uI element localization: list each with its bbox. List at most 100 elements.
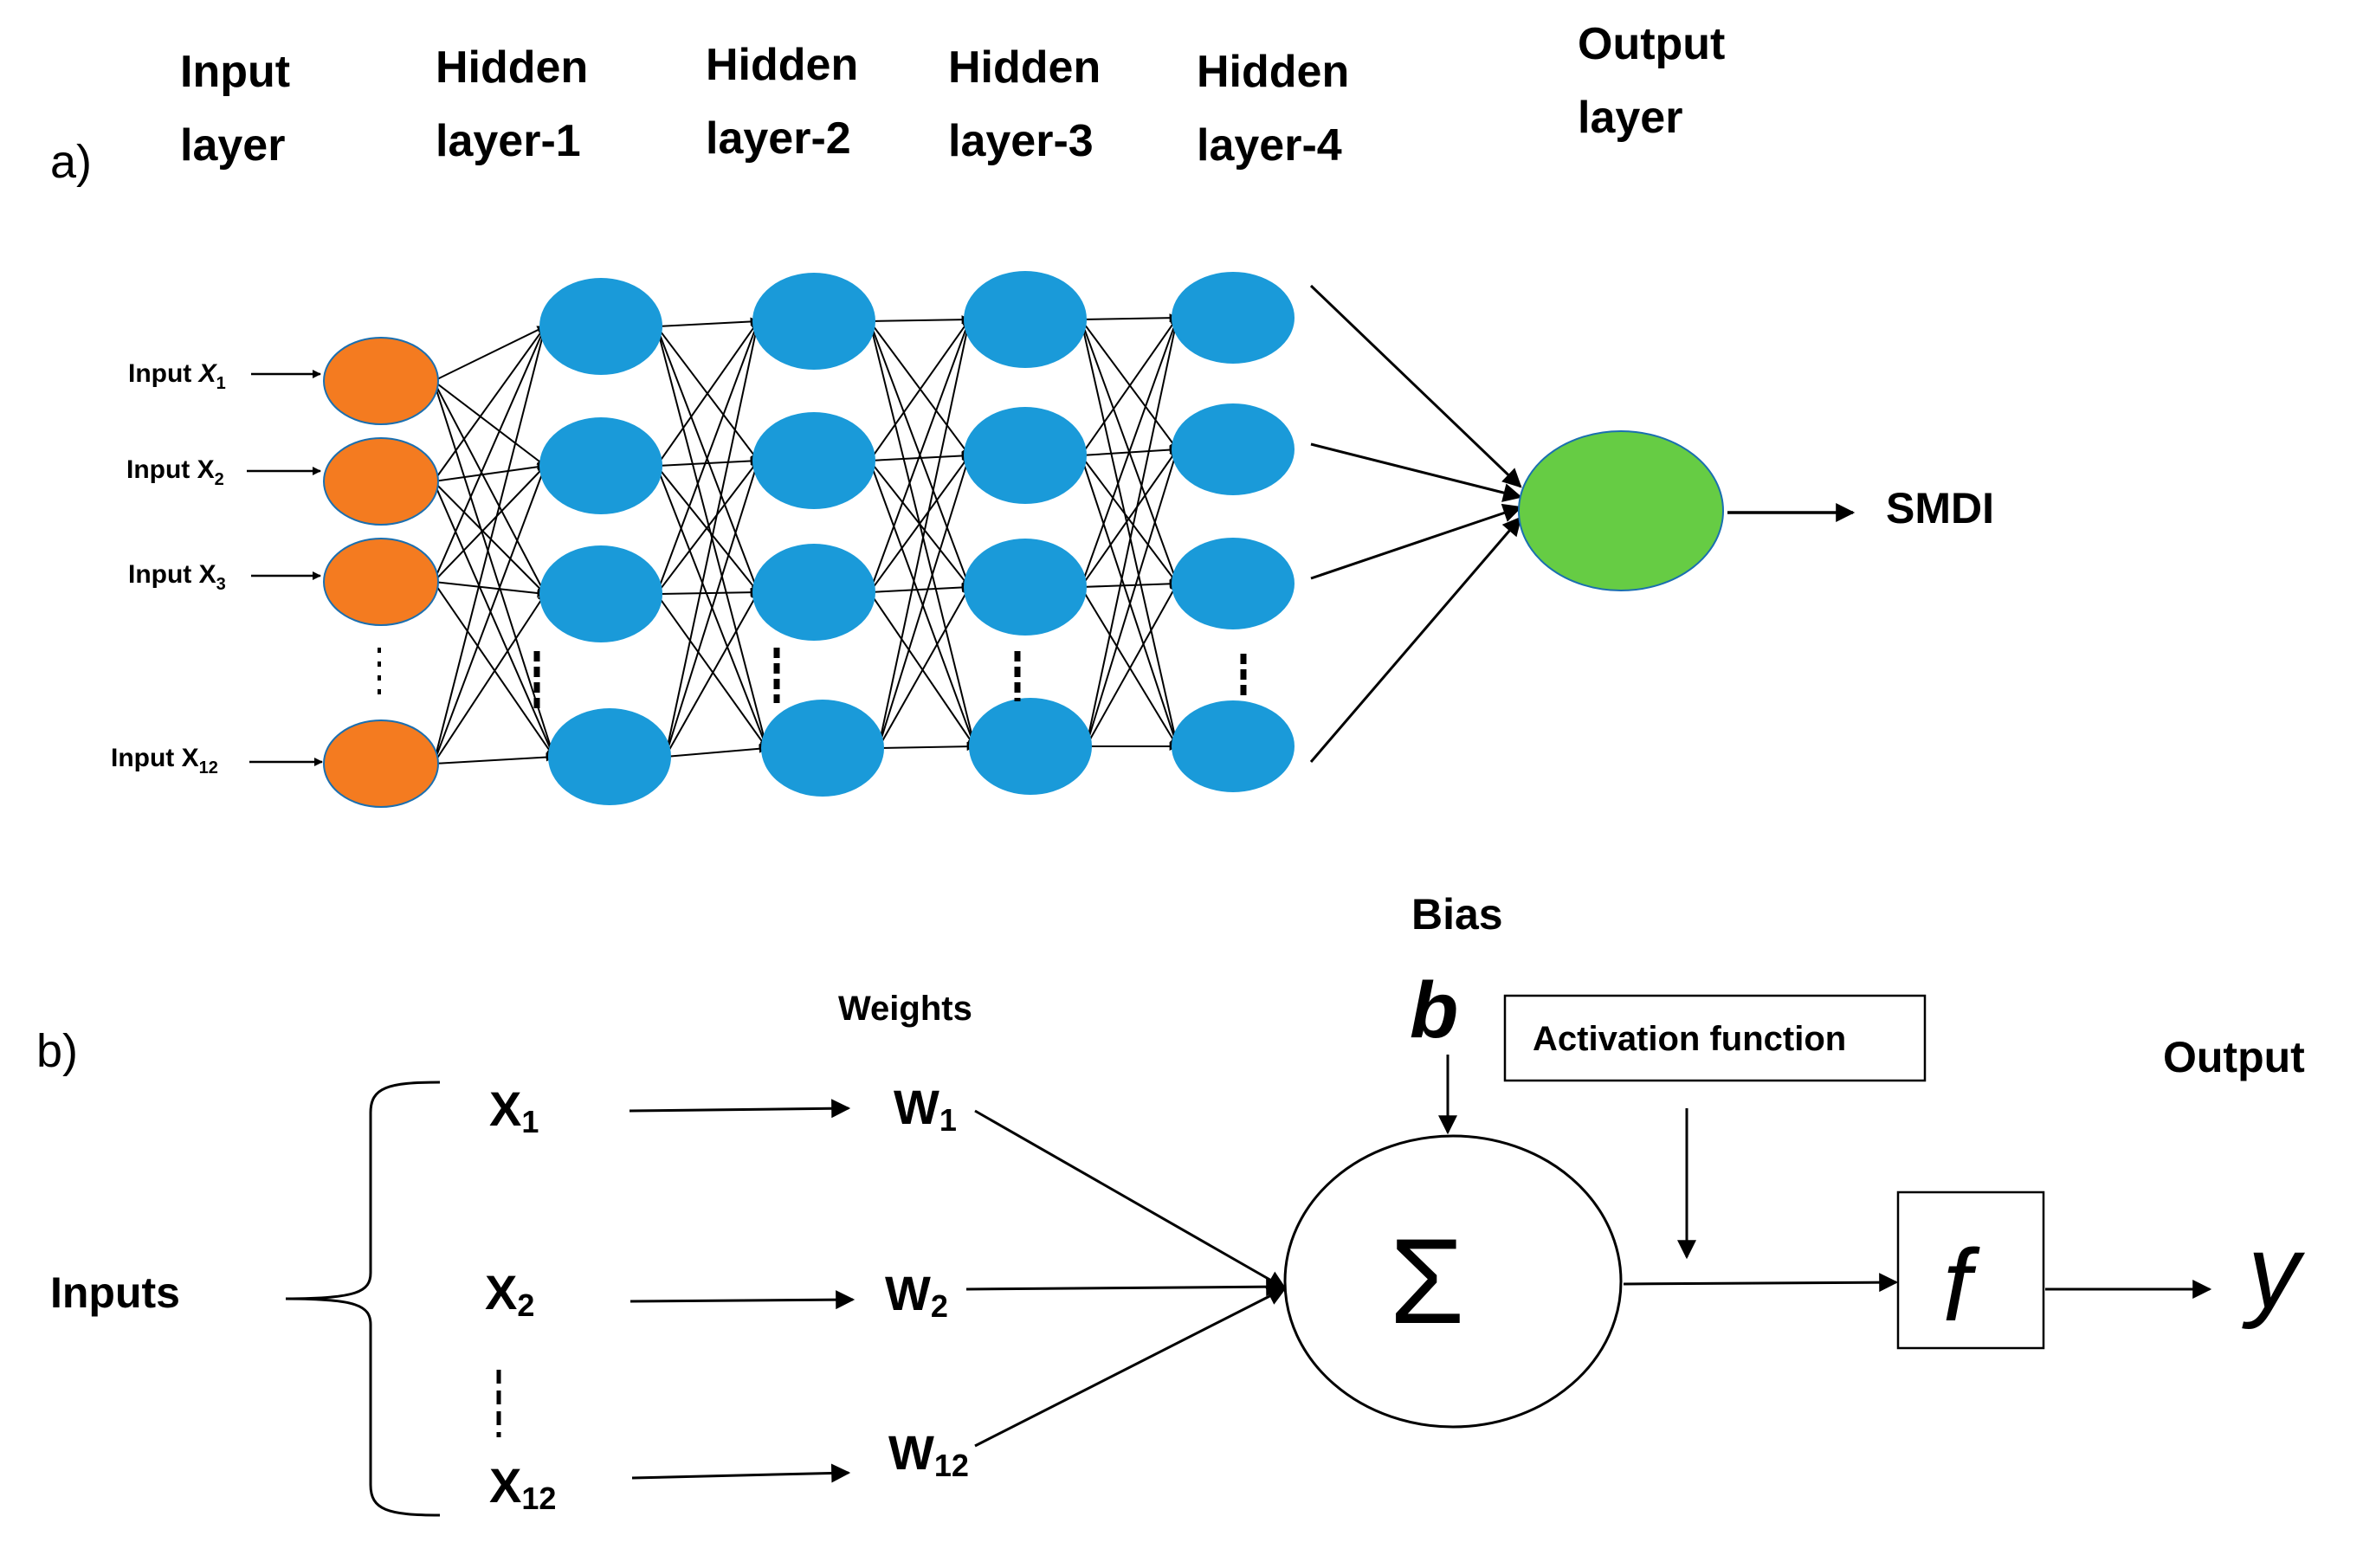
connection-line <box>432 326 546 583</box>
connection-line <box>655 593 768 749</box>
w-base: W <box>894 1080 939 1134</box>
x-base: X <box>489 1081 521 1136</box>
connection-line <box>877 586 971 749</box>
input-var: X <box>197 455 215 484</box>
layer-header-hidden1-line2: layer-1 <box>436 116 581 166</box>
input-node <box>323 719 439 808</box>
x-term-1: X1 <box>489 1081 539 1139</box>
connection-line <box>432 481 555 758</box>
x2-to-w2-arrow <box>630 1290 855 1310</box>
input-prefix: Input <box>126 455 197 484</box>
weights-label: Weights <box>838 990 972 1028</box>
connection-line <box>868 460 977 747</box>
input-var: X <box>199 560 216 589</box>
input-prefix: Input <box>111 744 182 772</box>
input-prefix: Input <box>128 560 199 589</box>
network-nodes <box>323 271 1724 808</box>
input-sub: 3 <box>216 575 226 594</box>
connection-line <box>656 456 759 467</box>
hidden-layer-4-node <box>1172 700 1295 792</box>
input-node <box>323 337 439 425</box>
connection-line <box>1085 448 1179 747</box>
sum-to-f-arrow <box>1623 1273 1899 1293</box>
w-base: W <box>885 1266 931 1320</box>
connection-line <box>1080 319 1180 747</box>
svg-text:Input X1: Input X1 <box>128 359 226 393</box>
activation-label: Activation function <box>1533 1020 1846 1058</box>
output-label-smdi: SMDI <box>1886 484 1994 532</box>
connection-line <box>432 380 546 595</box>
x-base: X <box>489 1458 521 1513</box>
x-sub: 2 <box>517 1287 534 1323</box>
connection-line <box>868 455 971 593</box>
connection-line <box>655 320 759 467</box>
layer-header-input-line2: layer <box>180 120 285 171</box>
hidden-layer-1-node <box>539 278 662 375</box>
bias-symbol: b <box>1410 966 1458 1055</box>
connection-line <box>664 460 760 758</box>
activation-function-box <box>1503 994 1927 1082</box>
connection-line <box>664 591 759 758</box>
hidden-layer-2-node <box>752 412 875 509</box>
connection-line <box>1080 586 1178 747</box>
connection-line <box>433 462 546 482</box>
connection-line <box>1085 317 1180 747</box>
input-label-x12: Input X12 <box>111 744 323 778</box>
activation-f-box <box>1896 1191 2045 1350</box>
svg-text:Input X3: Input X3 <box>128 560 226 594</box>
hidden-layer-2-node <box>752 273 875 370</box>
layer-header-hidden3-line2: layer-3 <box>948 116 1094 166</box>
layer-header-output-line2: layer <box>1578 93 1682 143</box>
input-sub: 2 <box>215 470 224 489</box>
input-var: X <box>197 359 218 388</box>
input-label-x3: Input X3 <box>128 560 321 594</box>
hidden-layer-3-node <box>969 698 1092 795</box>
y-symbol: y <box>2242 1214 2306 1330</box>
w12-to-sum-arrow <box>974 1287 1287 1448</box>
x1-to-w1-arrow <box>629 1099 851 1119</box>
connection-line <box>432 326 548 765</box>
svg-text:Input X2: Input X2 <box>126 455 224 489</box>
w-term-12: W12 <box>888 1425 969 1483</box>
x-term-2: X2 <box>485 1265 534 1323</box>
input-sub: 12 <box>199 758 218 778</box>
w-sub: 12 <box>934 1448 969 1483</box>
connection-line <box>655 465 759 593</box>
connection-line <box>869 583 971 593</box>
x-sub: 12 <box>521 1481 556 1516</box>
layer-header-input-line1: Input <box>180 47 290 97</box>
connection-line <box>432 380 556 758</box>
connection-line <box>868 319 972 593</box>
hidden-layer-2-node <box>752 544 875 641</box>
connection-line <box>664 320 761 758</box>
connection-line <box>1080 317 1179 588</box>
connection-line <box>1081 313 1178 323</box>
hidden-layer-1-node <box>539 417 662 514</box>
layer-header-hidden3-line1: Hidden <box>948 42 1101 93</box>
connection-line <box>432 465 546 583</box>
output-connection-line <box>1310 503 1523 580</box>
bias-label: Bias <box>1411 890 1503 939</box>
summation-node <box>1283 1134 1623 1429</box>
connection-line <box>878 742 976 752</box>
w1-to-sum-arrow <box>974 1109 1287 1290</box>
connection-line <box>1080 455 1179 747</box>
panel-b-label: b) <box>36 1025 78 1077</box>
connection-line <box>656 588 759 597</box>
output-label: Output <box>2163 1033 2305 1081</box>
svg-text:Input X12: Input X12 <box>111 744 218 778</box>
w-sub: 2 <box>931 1288 948 1324</box>
connection-line <box>656 317 759 327</box>
connection-line <box>432 465 547 765</box>
connection-line <box>868 320 971 456</box>
x-base: X <box>485 1265 517 1320</box>
input-prefix: Input <box>128 359 199 388</box>
w-term-2: W2 <box>885 1266 948 1324</box>
connection-line <box>1080 448 1178 588</box>
connection-line <box>433 581 546 597</box>
w-term-1: W1 <box>894 1080 957 1138</box>
layer-header-hidden4-line2: layer-4 <box>1197 120 1342 171</box>
connection-line <box>432 581 555 758</box>
connection-line <box>433 380 546 467</box>
